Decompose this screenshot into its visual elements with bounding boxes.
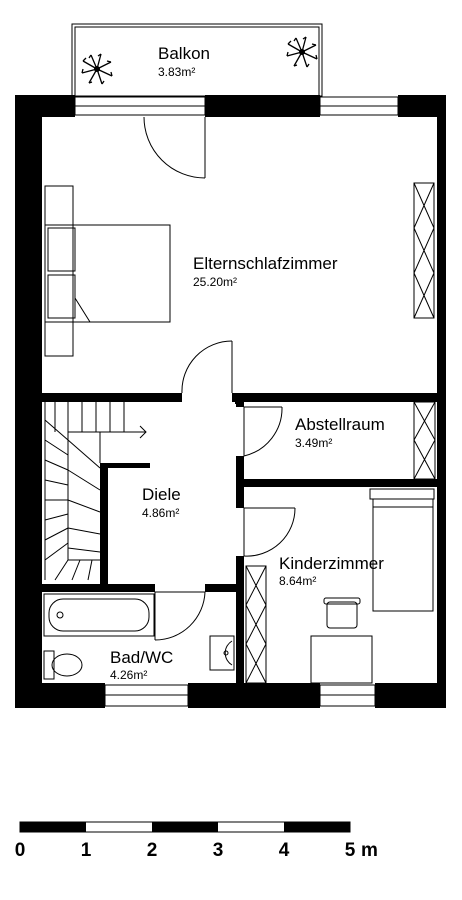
room-labels: Balkon 3.83m² Elternschlafzimmer 25.20m²… [110, 44, 385, 682]
single-bed [369, 488, 435, 612]
diele-name: Diele [142, 485, 181, 504]
storage-shelf [413, 401, 436, 480]
outer-walls [15, 95, 446, 708]
scale-label-1: 1 [81, 840, 92, 861]
scale-label-2: 2 [147, 840, 158, 861]
scale-bar: 0 1 2 3 4 5 m [15, 821, 378, 861]
toilet [43, 650, 83, 680]
scale-label-4: 4 [279, 840, 290, 861]
abstell-area: 3.49m² [295, 436, 332, 450]
diele-area: 4.86m² [142, 506, 179, 520]
doors [143, 116, 296, 641]
balkon-area: 3.83m² [158, 65, 195, 79]
double-bed [44, 185, 171, 357]
eltern-name: Elternschlafzimmer [193, 254, 338, 273]
scale-label-5: 5 [345, 840, 356, 861]
bad-name: Bad/WC [110, 648, 173, 667]
wardrobe [413, 182, 435, 319]
balkon-name: Balkon [158, 44, 210, 63]
staircase [44, 402, 147, 581]
plant-icon-left [81, 53, 113, 85]
kids-wardrobe [245, 565, 267, 684]
plant-icon-right [286, 36, 318, 68]
windows [74, 96, 399, 707]
balcony [71, 23, 323, 97]
scale-unit: m [361, 840, 378, 861]
sink [209, 635, 235, 671]
bad-area: 4.26m² [110, 668, 147, 682]
interior-walls [42, 393, 437, 683]
kinder-area: 8.64m² [279, 574, 316, 588]
eltern-area: 25.20m² [193, 275, 237, 289]
scale-label-0: 0 [15, 840, 26, 861]
kinder-name: Kinderzimmer [279, 554, 384, 573]
bathtub [43, 593, 155, 637]
scale-label-3: 3 [213, 840, 224, 861]
abstell-name: Abstellraum [295, 415, 385, 434]
desk-and-chair [310, 597, 373, 684]
